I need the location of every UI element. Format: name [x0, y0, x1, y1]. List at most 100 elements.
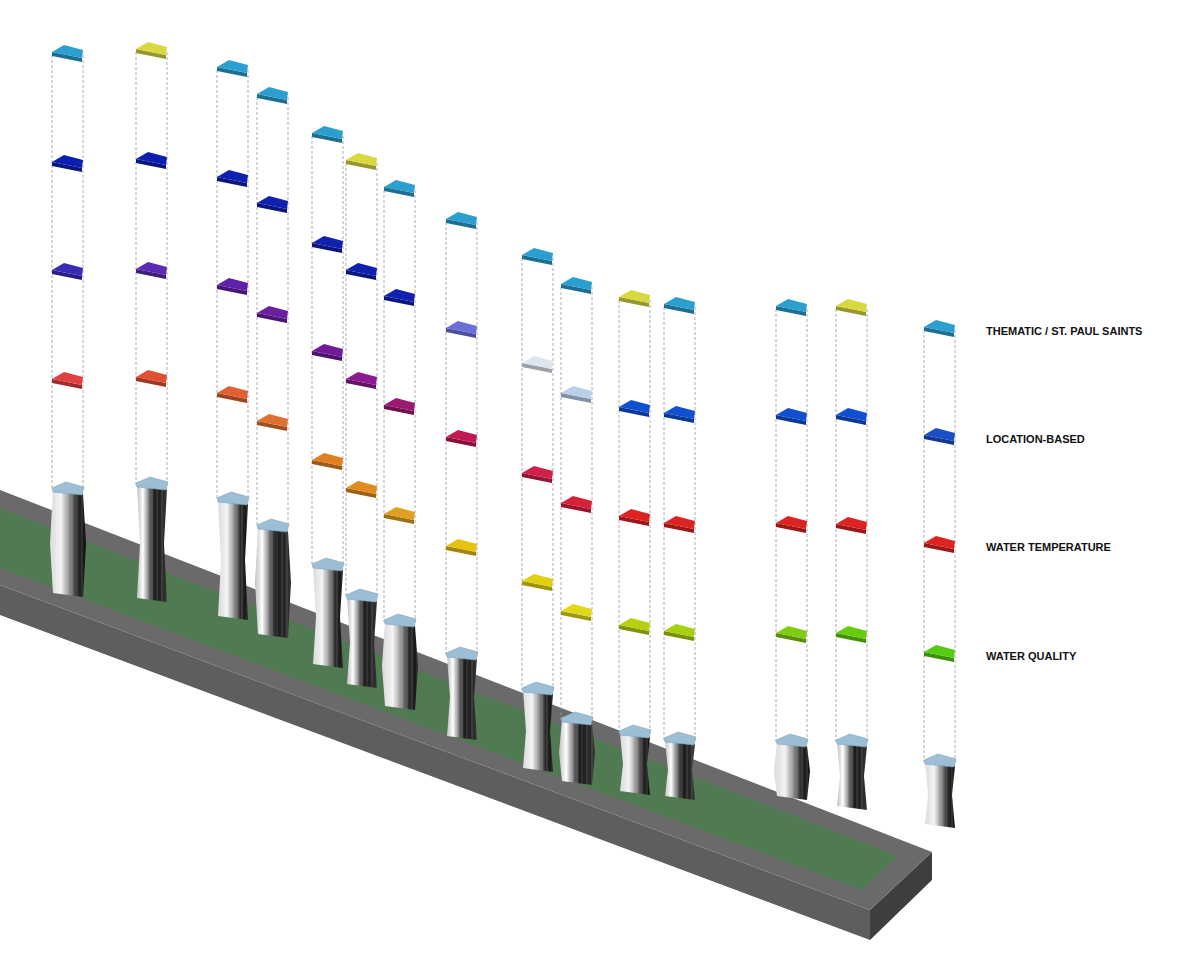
- data-tile: [52, 263, 83, 276]
- data-tile: [52, 155, 83, 168]
- data-tile: [561, 496, 592, 509]
- data-tile: [384, 398, 415, 411]
- guide-line: [136, 52, 137, 485]
- data-tile: [776, 408, 807, 421]
- legend-swatch: [921, 427, 959, 449]
- column-cap: [312, 558, 344, 571]
- data-tile: [346, 481, 377, 494]
- column-pillar: [447, 655, 477, 740]
- data-tile: [836, 626, 867, 639]
- data-tile: [664, 406, 695, 419]
- legend-label: LOCATION-BASED: [986, 432, 1085, 446]
- guide-line: [807, 309, 808, 742]
- data-tile: [136, 42, 167, 55]
- data-tile: [257, 414, 288, 427]
- data-tile: [257, 87, 288, 100]
- column-cap: [446, 647, 478, 660]
- legend-label: WATER TEMPERATURE: [986, 540, 1111, 554]
- data-tile: [522, 574, 553, 587]
- guide-line: [867, 309, 868, 742]
- data-tile: [346, 153, 377, 166]
- column-texture: [620, 733, 650, 795]
- column-pillar: [218, 500, 248, 620]
- column-pillar: [559, 720, 595, 785]
- channel-water: [0, 508, 898, 890]
- data-tile: [924, 536, 955, 549]
- data-tile: [836, 299, 867, 312]
- column-cap: [522, 682, 554, 695]
- data-tile: [446, 430, 477, 443]
- column-texture: [313, 566, 343, 668]
- column-texture: [255, 527, 291, 638]
- data-tile: [446, 321, 477, 334]
- column-cap: [776, 734, 808, 747]
- data-tile: [312, 236, 343, 249]
- data-tile: [384, 507, 415, 520]
- data-tile: [217, 60, 248, 73]
- column-pillar: [137, 485, 167, 602]
- guide-line: [257, 97, 258, 527]
- data-tile: [522, 248, 553, 261]
- column-texture: [447, 655, 477, 740]
- data-tile: [312, 453, 343, 466]
- column-texture: [665, 740, 695, 800]
- legend-swatch: [921, 535, 959, 557]
- column-cap: [257, 519, 289, 532]
- data-tile: [312, 126, 343, 139]
- data-tile: [836, 408, 867, 421]
- data-tile: [924, 645, 955, 658]
- data-tile: [664, 297, 695, 310]
- column-cap: [924, 754, 956, 767]
- data-tile: [561, 386, 592, 399]
- data-tile: [446, 212, 477, 225]
- column-cap: [52, 482, 84, 495]
- column-cap: [561, 712, 593, 725]
- data-tile: [136, 370, 167, 383]
- column-pillar: [665, 740, 695, 800]
- column-pillar: [523, 690, 553, 772]
- column-pillar: [925, 762, 955, 828]
- column-pillar: [347, 597, 377, 688]
- data-tile: [664, 624, 695, 637]
- data-tile: [776, 299, 807, 312]
- data-tile: [52, 45, 83, 58]
- data-tile: [346, 263, 377, 276]
- column-pillar: [620, 733, 650, 795]
- data-tile: [217, 278, 248, 291]
- data-tile: [619, 509, 650, 522]
- data-tile: [776, 626, 807, 639]
- data-tile: [312, 344, 343, 357]
- column-texture: [347, 597, 377, 688]
- data-tile: [346, 372, 377, 385]
- column-pillar: [313, 566, 343, 668]
- legend-label: WATER QUALITY: [986, 649, 1076, 663]
- data-tile: [561, 277, 592, 290]
- data-tile: [217, 386, 248, 399]
- data-tile: [384, 289, 415, 302]
- column-cap: [664, 732, 696, 745]
- column-pillar: [382, 622, 418, 710]
- data-tile: [619, 618, 650, 631]
- guide-line: [83, 55, 84, 490]
- data-tile: [561, 604, 592, 617]
- data-tile: [924, 428, 955, 441]
- column-cap: [836, 734, 868, 747]
- data-tile: [664, 516, 695, 529]
- data-tile: [52, 372, 83, 385]
- column-texture: [837, 742, 867, 810]
- column-texture: [218, 500, 248, 620]
- guide-line: [553, 258, 554, 690]
- data-tile: [924, 320, 955, 333]
- column-cap: [136, 477, 168, 490]
- channel-side: [0, 585, 870, 940]
- column-texture: [523, 690, 553, 772]
- data-tile: [217, 170, 248, 183]
- guide-line: [415, 190, 416, 622]
- column-texture: [382, 622, 418, 710]
- legend-label: THEMATIC / ST. PAUL SAINTS: [986, 324, 1142, 338]
- data-tile: [257, 196, 288, 209]
- data-tile: [776, 516, 807, 529]
- column-texture: [559, 720, 595, 785]
- data-tile: [522, 466, 553, 479]
